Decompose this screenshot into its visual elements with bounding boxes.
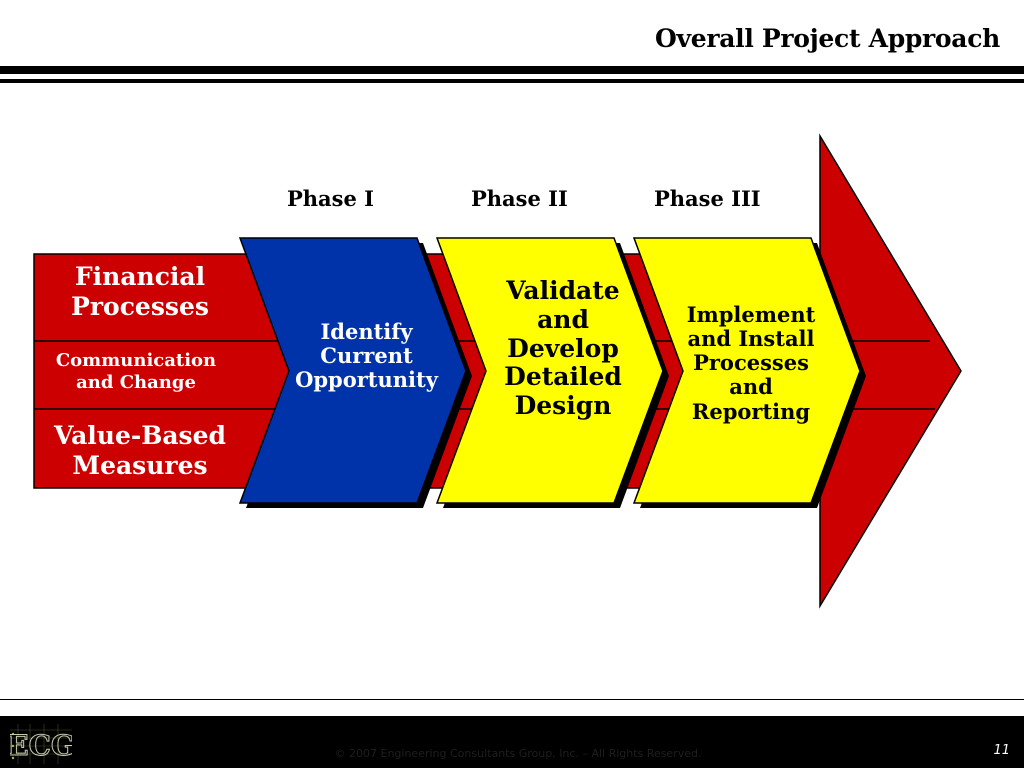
chevron-text-line: Opportunity: [295, 367, 438, 393]
chevron-1: [238, 237, 467, 504]
footer-bar: ECG © 2007 Engineering Consultants Group…: [0, 716, 1024, 768]
chevron-text-line: and: [537, 304, 589, 334]
chevron-text-line: Detailed: [504, 362, 622, 392]
chevron-3-text: Implement and Install Processes and Repo…: [676, 302, 826, 424]
workstream-label-line: and Change: [76, 371, 196, 393]
chevron-2-text: Validate and Develop Detailed Design: [488, 276, 638, 421]
chevron-text-line: Processes: [693, 350, 809, 376]
copyright-text: © 2007 Engineering Consultants Group, In…: [334, 747, 702, 760]
chevron-text-line: Develop: [507, 333, 619, 363]
ecg-logo: ECG: [10, 724, 72, 764]
page-number: 11: [993, 743, 1010, 758]
workstream-label-line: Measures: [72, 451, 208, 480]
phase-label-3: Phase III: [654, 186, 761, 211]
chevron-text-line: Implement: [686, 302, 816, 327]
logo-text: ECG: [10, 729, 72, 762]
title-rule-thick: [0, 66, 1024, 74]
title-rule-thin: [0, 79, 1024, 83]
chevron-text-line: and: [729, 374, 773, 400]
workstream-label-line: Financial: [74, 262, 206, 291]
chevron-text-line: Validate: [506, 276, 620, 305]
chevron-text-line: Reporting: [691, 398, 811, 424]
chevron-1-text: Identify Current Opportunity: [285, 319, 448, 393]
workstream-label-line: Processes: [71, 292, 209, 321]
workstream-label-communication: Communication and Change: [34, 350, 238, 393]
chevron-text-line: Identify: [320, 319, 413, 344]
workstream-label-financial: Financial Processes: [34, 262, 246, 322]
chevron-2: [435, 237, 664, 504]
chevron-3: [632, 237, 861, 504]
chevron-text-line: and Install: [687, 326, 815, 352]
workstream-label-value-based: Value-Based Measures: [34, 421, 246, 481]
phase-label-2: Phase II: [471, 186, 568, 211]
phase-label-1: Phase I: [287, 186, 374, 211]
chevron-text-line: Current: [320, 343, 413, 369]
workstream-label-line: Communication: [55, 350, 217, 371]
workstream-label-line: Value-Based: [53, 421, 227, 450]
footer-rule: [0, 699, 1024, 700]
slide-title: Overall Project Approach: [655, 24, 1000, 53]
chevron-text-line: Design: [514, 391, 612, 420]
